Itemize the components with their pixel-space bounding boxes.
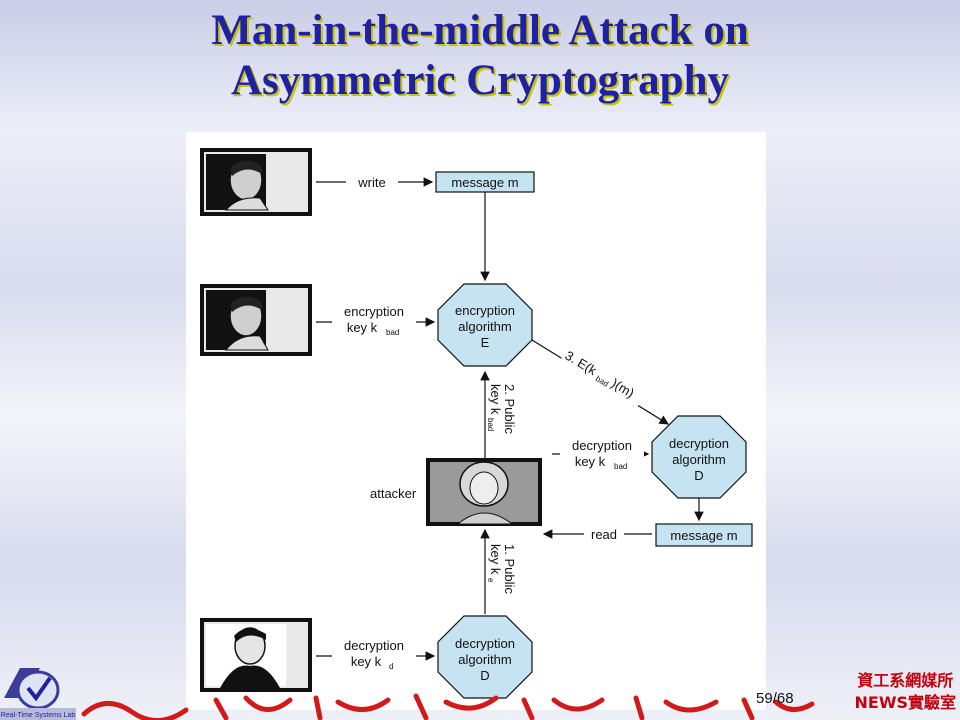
step1-label-1: 1. Public — [502, 544, 517, 594]
department-label: 資工系網媒所 NEWS實驗室 — [855, 670, 957, 714]
mitm-diagram: message m write encryption algorithm E e… — [186, 132, 766, 710]
dec-bottom-line2: algorithm — [458, 652, 511, 667]
dec-bottom-key-sub: d — [389, 662, 393, 671]
message-top-label: message m — [451, 175, 518, 190]
attacker-label: attacker — [370, 486, 417, 501]
receiver-decryption-algorithm-node — [437, 615, 533, 699]
dec-key-sub: bad — [614, 462, 627, 471]
enc-algo-line3: E — [481, 335, 490, 350]
dec-bottom-line3: D — [480, 668, 489, 683]
step2-label-2: key k — [488, 384, 503, 415]
enc-algo-line1: encryption — [455, 303, 515, 318]
read-label: read — [591, 527, 617, 542]
sender-portrait-top — [200, 148, 312, 216]
step1-sub: e — [486, 578, 495, 583]
dec-right-line2: algorithm — [672, 452, 725, 467]
enc-algo-line2: algorithm — [458, 319, 511, 334]
step3-label-group: 3. E(k bad )(m) — [560, 346, 646, 407]
dec-bottom-key-2: key k — [351, 654, 382, 669]
dec-key-label-1: decryption — [572, 438, 632, 453]
lab-logo: Real-Time Systems Lab — [0, 668, 76, 720]
page-number: 59/68 — [756, 690, 794, 707]
page-current: 59 — [756, 690, 773, 707]
calligraphy-banner-decoration — [81, 693, 815, 720]
slide-title: Man-in-the-middle Attack on Asymmetric C… — [0, 6, 960, 106]
dec-right-line3: D — [694, 468, 703, 483]
enc-key-sub: bad — [386, 328, 399, 337]
dec-right-line1: decryption — [669, 436, 729, 451]
enc-key-label-2: key k — [347, 320, 378, 335]
write-label: write — [357, 175, 385, 190]
step3-label-pre: 3. E(k — [562, 348, 599, 379]
dec-bottom-key-1: decryption — [344, 638, 404, 653]
attacker-portrait — [426, 458, 542, 526]
department-line-1: 資工系網媒所 — [857, 671, 954, 690]
step1-label-2: key k — [488, 544, 503, 575]
department-line-2: NEWS實驗室 — [854, 693, 957, 712]
step1-label-group: 1. Public key k e — [486, 542, 519, 612]
title-line-1: Man-in-the-middle Attack on — [211, 7, 749, 54]
encryption-algorithm-node — [437, 283, 533, 367]
step2-sub: bad — [486, 418, 495, 431]
attacker-decryption-algorithm-node — [651, 415, 747, 499]
lab-logo-text: Real-Time Systems Lab — [1, 712, 76, 719]
step2-label-group: 2. Public key k bad — [486, 382, 519, 452]
message-box-right — [655, 523, 753, 547]
sender-portrait-middle — [200, 284, 312, 356]
dec-key-label-2: key k — [575, 454, 606, 469]
message-right-label: message m — [670, 528, 737, 543]
diagram-canvas: message m write encryption algorithm E e… — [200, 148, 753, 699]
page-total: /68 — [772, 690, 794, 707]
dec-bottom-line1: decryption — [455, 636, 515, 651]
step2-label-1: 2. Public — [502, 384, 517, 434]
receiver-portrait-bottom — [200, 618, 312, 692]
enc-key-label-1: encryption — [344, 304, 404, 319]
title-line-2: Asymmetric Cryptography — [231, 57, 729, 104]
